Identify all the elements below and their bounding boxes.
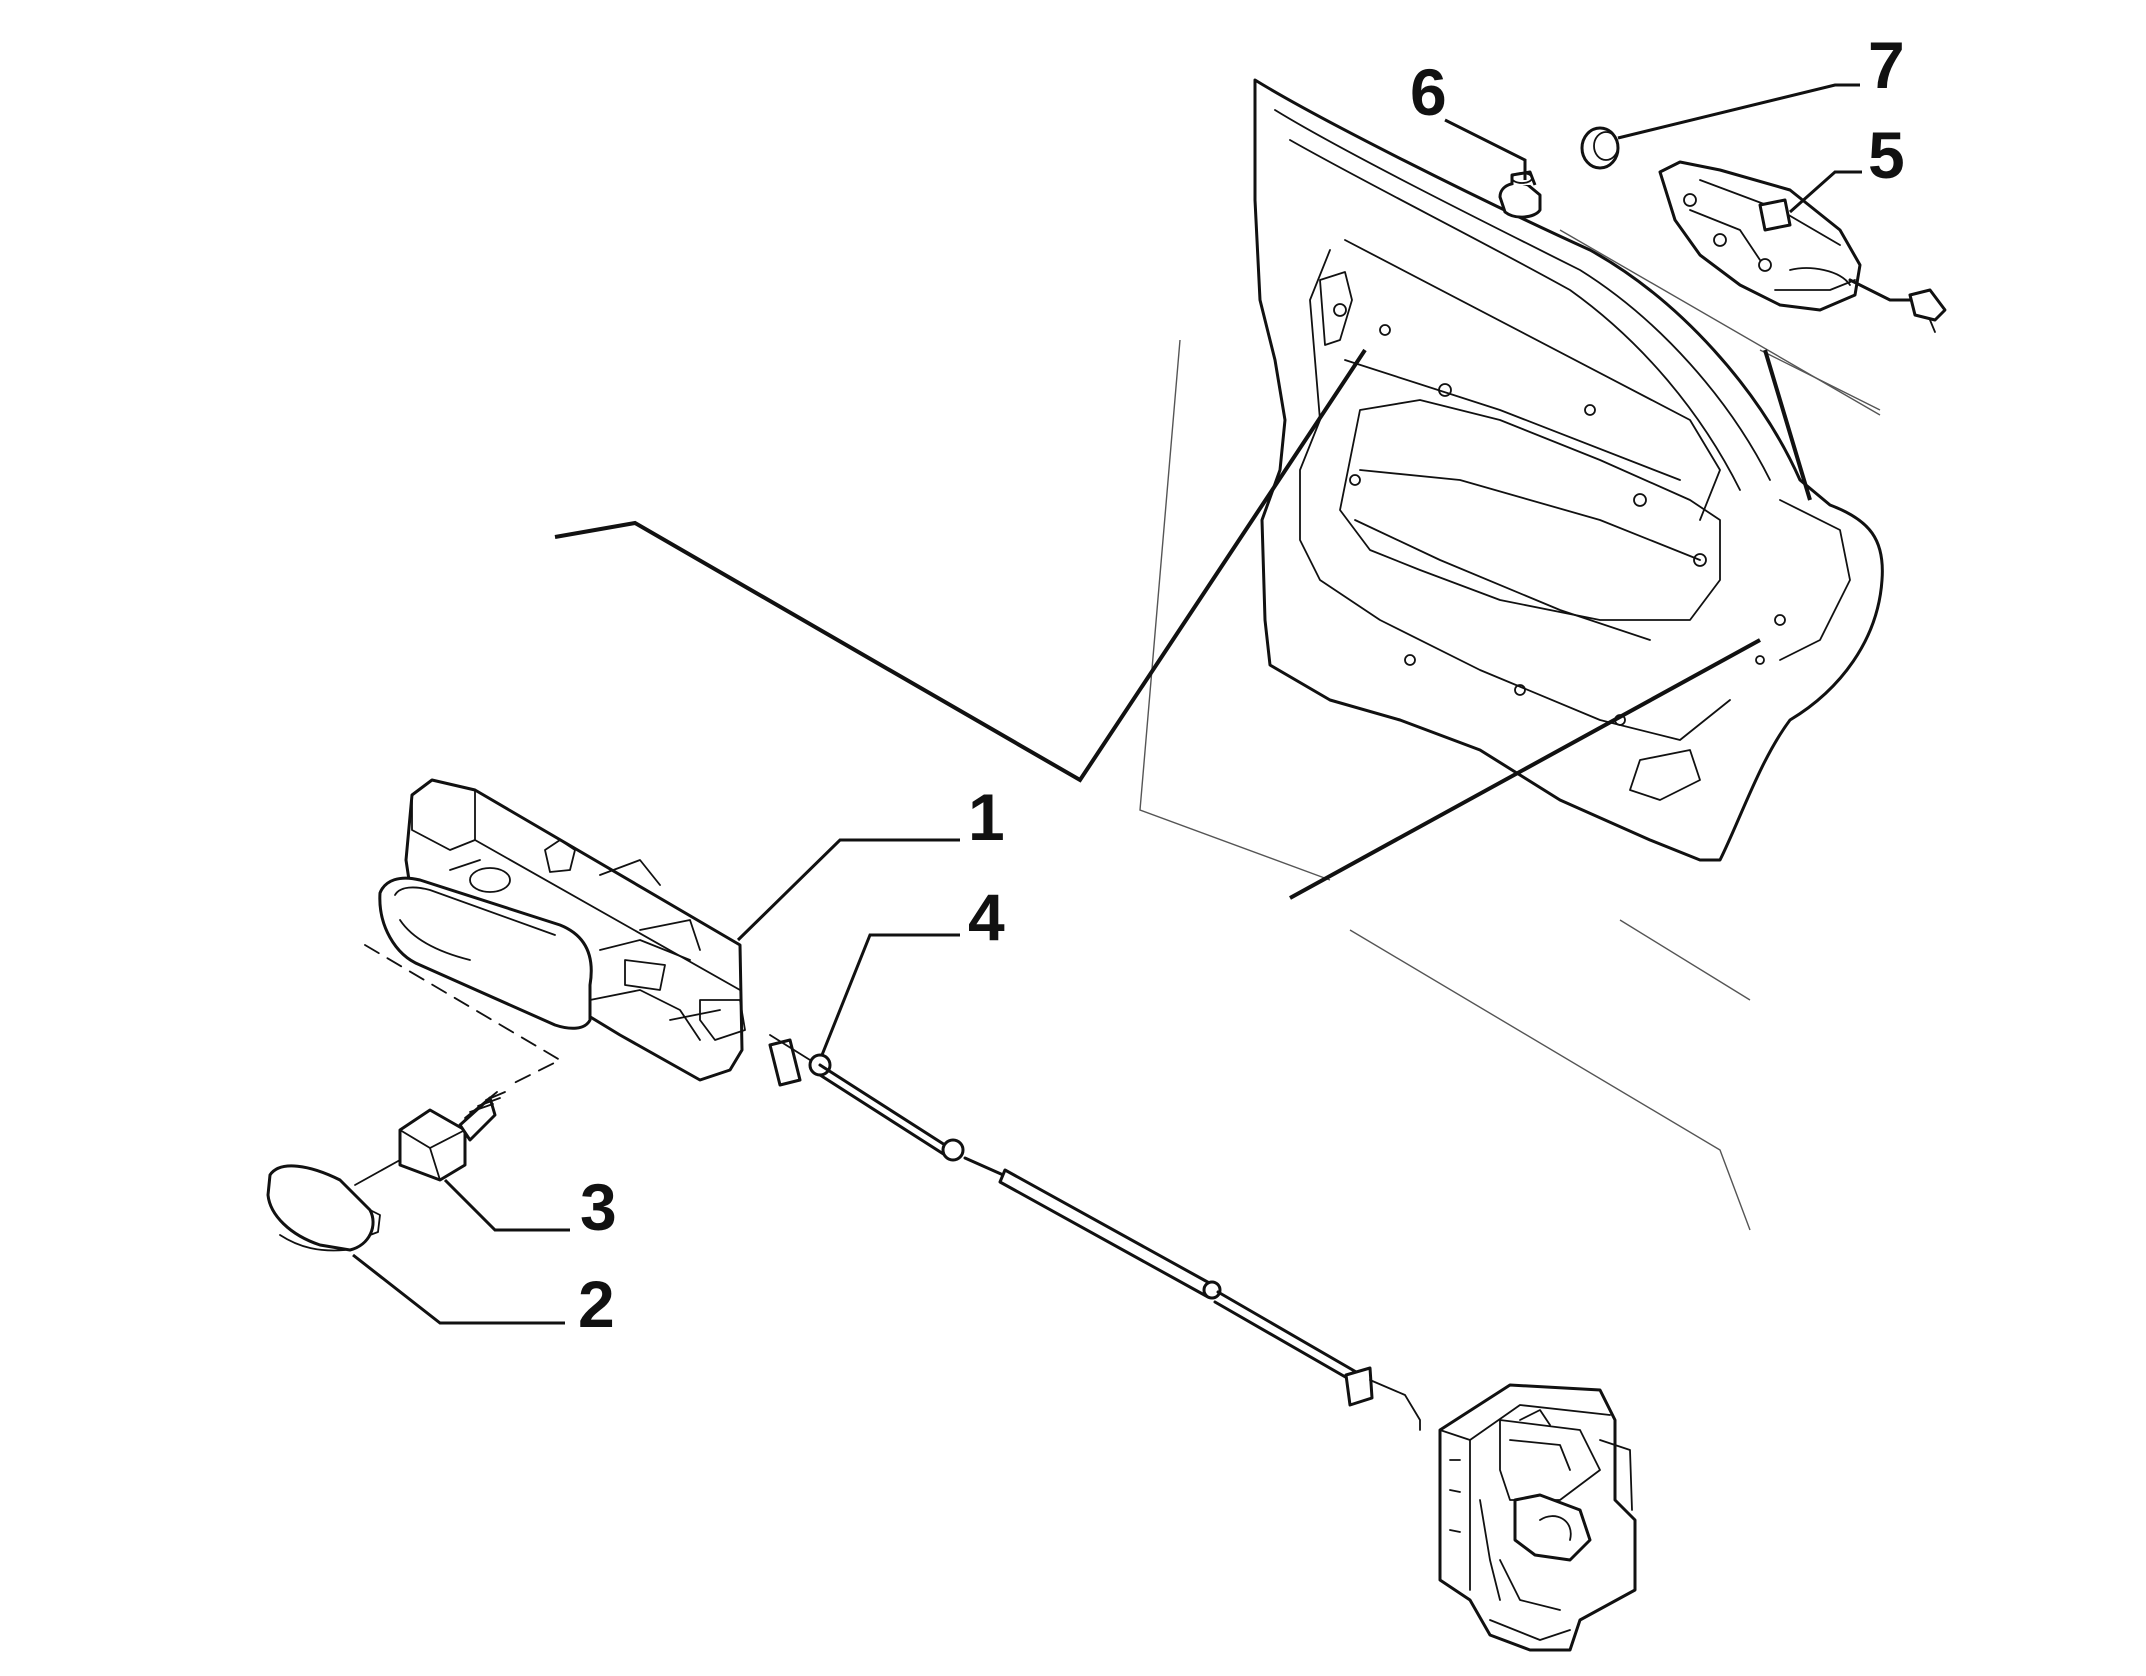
leader-5 — [1789, 170, 1862, 214]
leader-7 — [1617, 83, 1860, 140]
part-4-rod — [768, 1034, 1421, 1431]
callout-number-5: 5 — [1868, 118, 1905, 192]
alignment-line — [364, 944, 561, 1086]
leader-3 — [443, 1178, 570, 1232]
part-1-door-handle — [378, 778, 746, 1082]
part-6-grommet — [1498, 170, 1542, 219]
leader-lock-to-door — [1289, 638, 1761, 900]
part-2-cap — [266, 1164, 381, 1252]
leader-6 — [1444, 118, 1527, 180]
rear-door — [1253, 78, 1884, 862]
callout-number-7: 7 — [1868, 28, 1905, 102]
part-3-screw — [398, 1091, 506, 1182]
callout-number-2: 2 — [578, 1267, 615, 1341]
callout-number-6: 6 — [1410, 55, 1447, 129]
car-body-outline — [1139, 229, 1881, 1231]
leader-4 — [820, 933, 960, 1056]
callout-number-1: 1 — [968, 780, 1005, 854]
part-5-inner-handle — [1658, 160, 1947, 333]
part-7-plug — [1580, 126, 1620, 170]
callout-number-3: 3 — [580, 1170, 617, 1244]
leader-2 — [352, 1253, 565, 1325]
cap-to-screw-line — [354, 1159, 401, 1186]
callout-number-4: 4 — [968, 880, 1005, 954]
leader-door-edge — [1763, 349, 1812, 501]
leader-lines — [554, 348, 1812, 900]
leader-handle-to-door — [554, 348, 1367, 783]
leader-1 — [736, 838, 960, 942]
door-lock-mechanism — [1438, 1383, 1637, 1652]
